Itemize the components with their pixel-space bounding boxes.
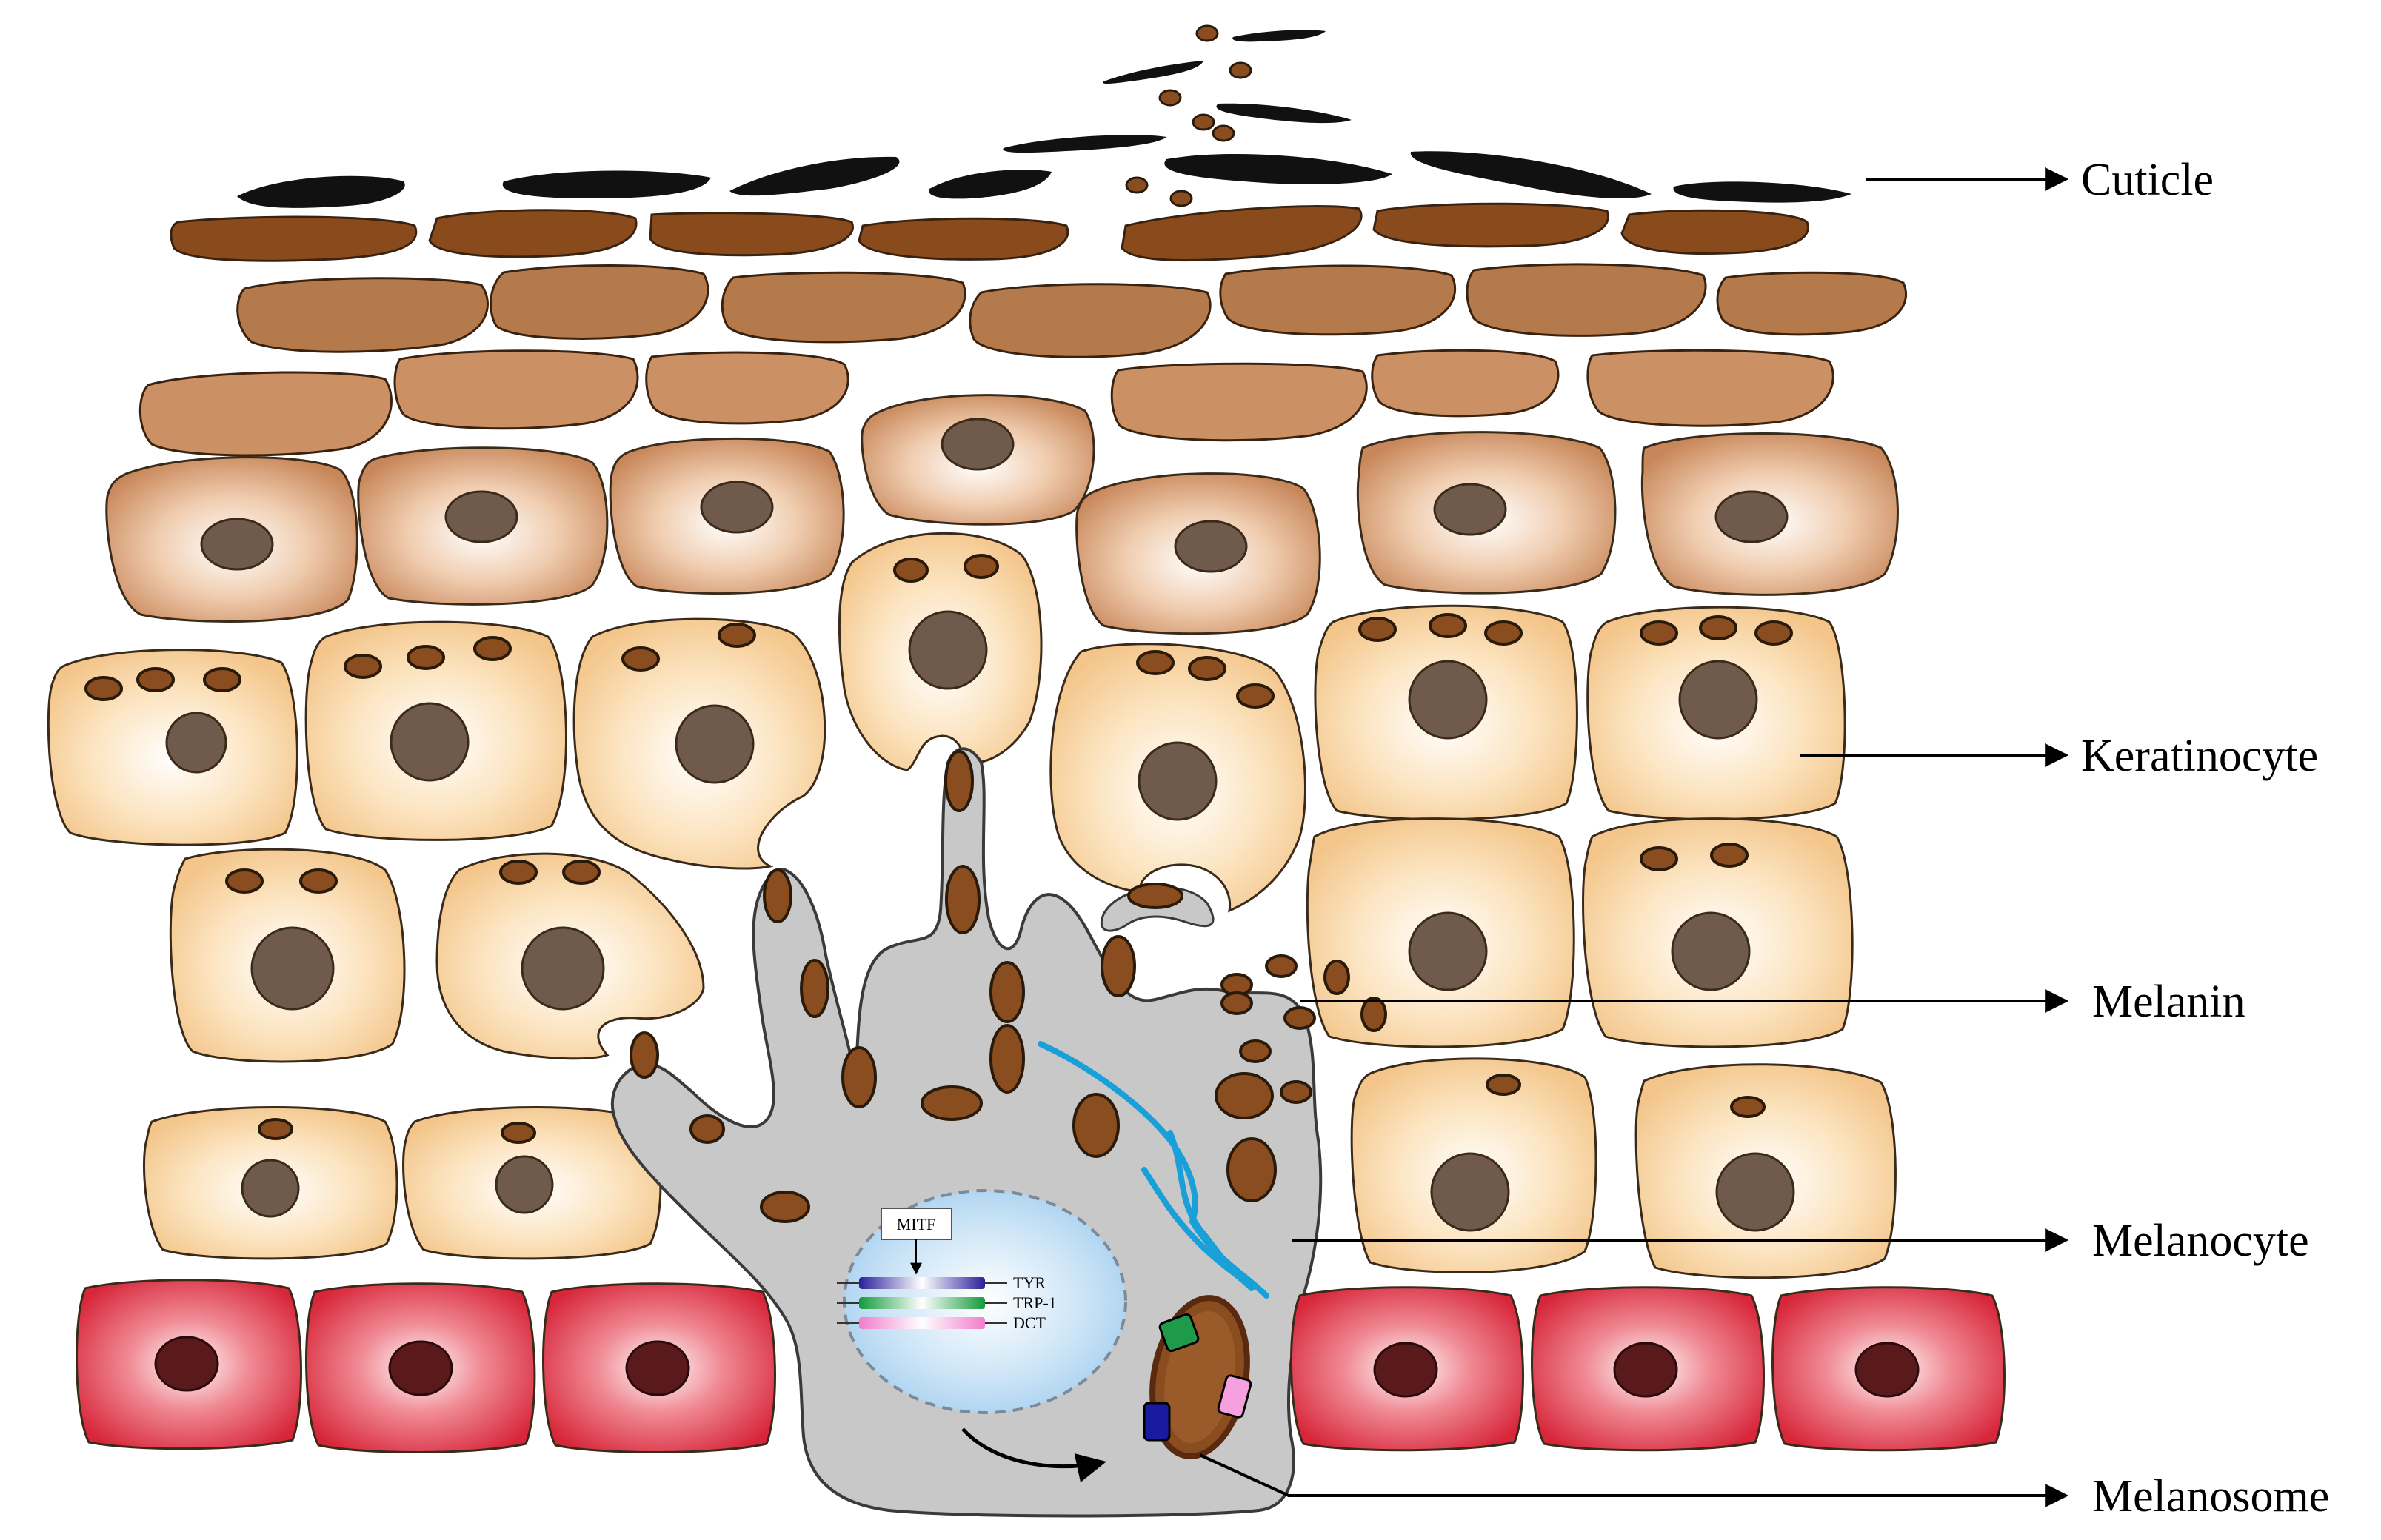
gene-label-tyr: TYR [1013, 1273, 1046, 1292]
gene-bars [837, 1277, 1007, 1329]
cuticle-layer [237, 30, 1851, 208]
cuticle-granules [1125, 24, 1252, 207]
keratinocyte-nuclei [165, 610, 1795, 1232]
stratum-granulosum [138, 349, 1834, 457]
process-arrow [961, 1427, 1106, 1483]
gene-label-dct: DCT [1013, 1313, 1046, 1332]
melanocyte-nucleus: MITF TYR TRP-1 DCT [837, 1189, 1127, 1414]
label-melanocyte: Melanocyte [2092, 1216, 2309, 1266]
label-melanosome: Melanosome [2092, 1471, 2329, 1521]
stratum-corneum-mid [236, 263, 1907, 358]
trp1-bar [859, 1297, 985, 1309]
stratum-corneum-dark [170, 202, 1809, 262]
label-cuticle: Cuticle [2081, 155, 2214, 205]
microtubules [1038, 1041, 1269, 1299]
label-melanin: Melanin [2092, 977, 2245, 1027]
mitf-label: MITF [897, 1215, 936, 1233]
transfer-vesicle [1100, 883, 1215, 932]
spinous-layer [105, 394, 1899, 635]
tyr-bar [859, 1277, 985, 1289]
pointer-lines [1199, 167, 2069, 1507]
label-keratinocyte: Keratinocyte [2081, 731, 2318, 781]
melanin-granules [84, 554, 1793, 1223]
spinous-nuclei [200, 418, 1789, 573]
dct-protein-icon [1217, 1374, 1252, 1419]
gene-label-trp1: TRP-1 [1013, 1293, 1057, 1312]
trp1-protein-icon [1158, 1313, 1200, 1353]
dct-bar [859, 1317, 985, 1329]
tyr-protein-icon [1143, 1402, 1171, 1442]
basal-cells [76, 1279, 2006, 1454]
melanosome [1143, 1295, 1252, 1459]
pointer-melanosome [1199, 1453, 2069, 1507]
